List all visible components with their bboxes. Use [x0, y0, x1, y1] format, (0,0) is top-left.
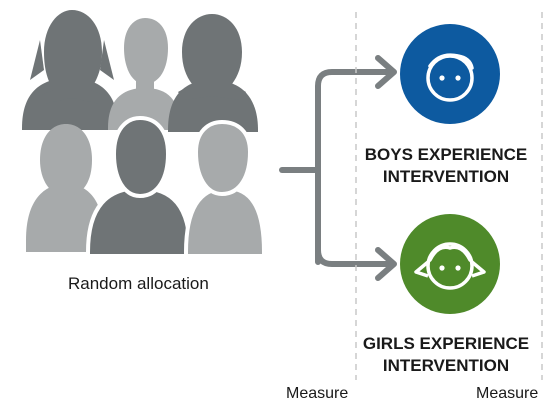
arrowhead-girls — [375, 247, 397, 281]
girls-label-line2: INTERVENTION — [382, 356, 510, 375]
boys-intervention-label: BOYS EXPERIENCE INTERVENTION — [356, 144, 536, 188]
arrow-to-girls — [315, 167, 395, 267]
boys-label-line2: INTERVENTION — [382, 167, 510, 186]
children-group-icon — [22, 10, 266, 258]
boys-label-line1: BOYS EXPERIENCE — [364, 145, 528, 164]
random-allocation-label: Random allocation — [68, 274, 209, 293]
girls-intervention-label: GIRLS EXPERIENCE INTERVENTION — [356, 333, 536, 377]
arrowhead-boys — [375, 55, 397, 89]
girls-label-line1: GIRLS EXPERIENCE — [362, 334, 530, 353]
measure-label-right: Measure — [476, 385, 539, 402]
girl-face-icon — [400, 214, 500, 314]
measure-label-left: Measure — [286, 385, 349, 402]
arrow-to-boys — [315, 69, 395, 265]
allocation-arrows — [279, 55, 397, 281]
boy-face-icon — [400, 24, 500, 124]
